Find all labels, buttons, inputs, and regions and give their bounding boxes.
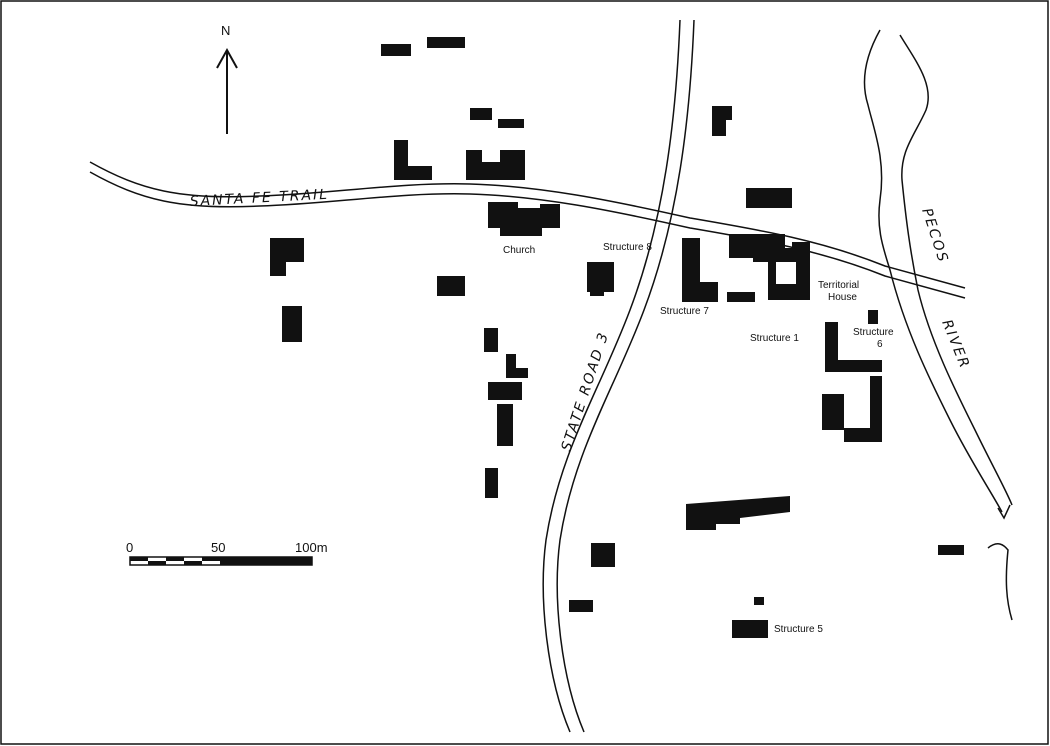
state-road-3 [542,19,695,733]
building [394,140,432,180]
building [712,106,732,136]
building [686,496,790,530]
scale-bar [129,556,313,566]
scale-label-50: 50 [211,540,225,555]
church-building [488,202,560,236]
building [746,188,792,208]
building [470,108,492,120]
building [569,600,593,612]
structure-8-label: Structure 8 [603,242,652,253]
north-label: N [221,23,230,38]
building [437,276,465,296]
structure-6-number: 6 [877,339,883,350]
structure-7-building [682,238,718,302]
building [282,306,302,342]
state-road-3-label: STATE ROAD 3 [559,329,613,453]
santa-fe-trail-label: SANTA FE TRAIL [189,187,329,210]
structure-5-building [732,620,768,638]
structure-6-building [868,310,878,324]
buildings [270,37,964,638]
building [381,44,411,56]
building [497,404,513,446]
building [822,394,844,430]
structure-1-label: Structure 1 [750,333,799,344]
building [754,597,764,605]
building [587,262,614,296]
territorial-label: Territorial [818,280,859,291]
building [591,543,615,567]
structure-5-label: Structure 5 [774,624,823,635]
pecos-river [863,29,1013,621]
building [484,328,498,352]
structure-7-label: Structure 7 [660,306,709,317]
building [506,354,528,378]
building [427,37,465,48]
building [844,376,882,442]
building [485,468,498,498]
church-label: Church [503,245,535,256]
scale-label-100: 100m [295,540,328,555]
building [727,292,755,302]
building [270,238,304,276]
scale-label-0: 0 [126,540,133,555]
structure-6-label: Structure [853,327,894,338]
building [466,150,525,180]
north-arrow-icon [216,47,238,134]
house-label: House [828,292,857,303]
pecos-label: PECOS [918,206,951,265]
building [938,545,964,555]
territorial-house-building [729,234,810,300]
building [488,382,522,400]
structure-1-building [825,322,882,372]
building [792,242,810,250]
building [498,119,524,128]
